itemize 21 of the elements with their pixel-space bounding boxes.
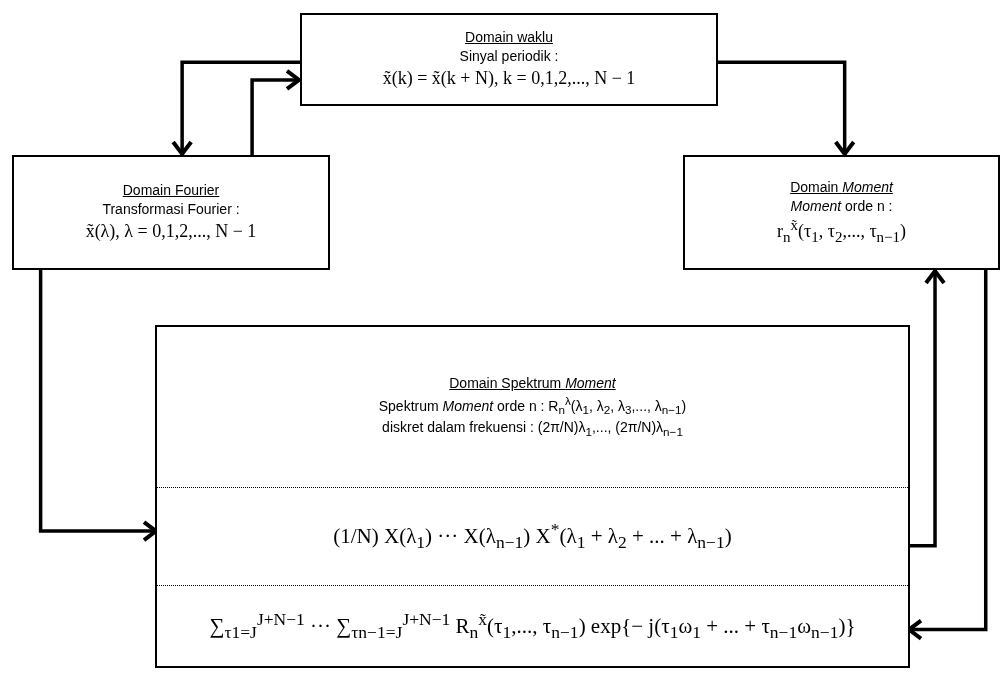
arrow: [718, 60, 856, 156]
formula: r$_{n}$$^{x̃}$(τ$_{1}$, τ$_{2}$,..., τ$_{n−1}$): [776, 216, 907, 248]
heading: Domain Fourier: [122, 181, 220, 201]
heading: Domain Moment: [790, 177, 893, 197]
process-box: [300, 13, 718, 106]
formula: (1/N) X(λ$_{1}$) ··· X(λ$_{n−1}$) X$^{*}$(λ$_{1}$ + λ$_{2}$ + ... + λ$_{n−1}$): [333, 518, 732, 555]
formula: x̃(λ), λ = 0,1,2,..., N − 1: [85, 220, 257, 244]
box-outline: [155, 325, 910, 668]
arrow: [250, 68, 301, 155]
text-label: Sinyal periodik :: [459, 47, 559, 67]
text-label: Moment orde n :: [790, 196, 893, 216]
process-box: [12, 155, 330, 270]
formula: ∑$_{τ1=J}$$^{J+N−1}$ ··· ∑$_{τn−1=J}$$^{J+N−1}$ R$_{n}$$^{x̃}$(τ$_{1}$,..., τ$_{n−1}$) exp{− j(τ$_{1}$ω$_{1}$ + ... + τ$_{n−1}$ω$_{n−1}$)}: [209, 607, 856, 644]
heading: Domain waklu: [465, 28, 553, 48]
arrow: [171, 60, 300, 156]
text-label: Spektrum Moment orde n : R$_{n}$$^{λ}$(λ$_{1}$, λ$_{2}$, λ$_{3}$,..., λ$_{n−1}$): [378, 393, 687, 419]
text-label: Transformasi Fourier :: [102, 200, 240, 220]
process-box: [683, 155, 1000, 270]
formula: x̃(k) = x̃(k + N), k = 0,1,2,..., N − 1: [382, 67, 636, 91]
heading: Domain Spektrum Moment: [449, 374, 616, 394]
text-label: diskret dalam frekuensi : (2π/N)λ$_{1}$,..., (2π/N)λ$_{n−1}$: [382, 418, 683, 440]
